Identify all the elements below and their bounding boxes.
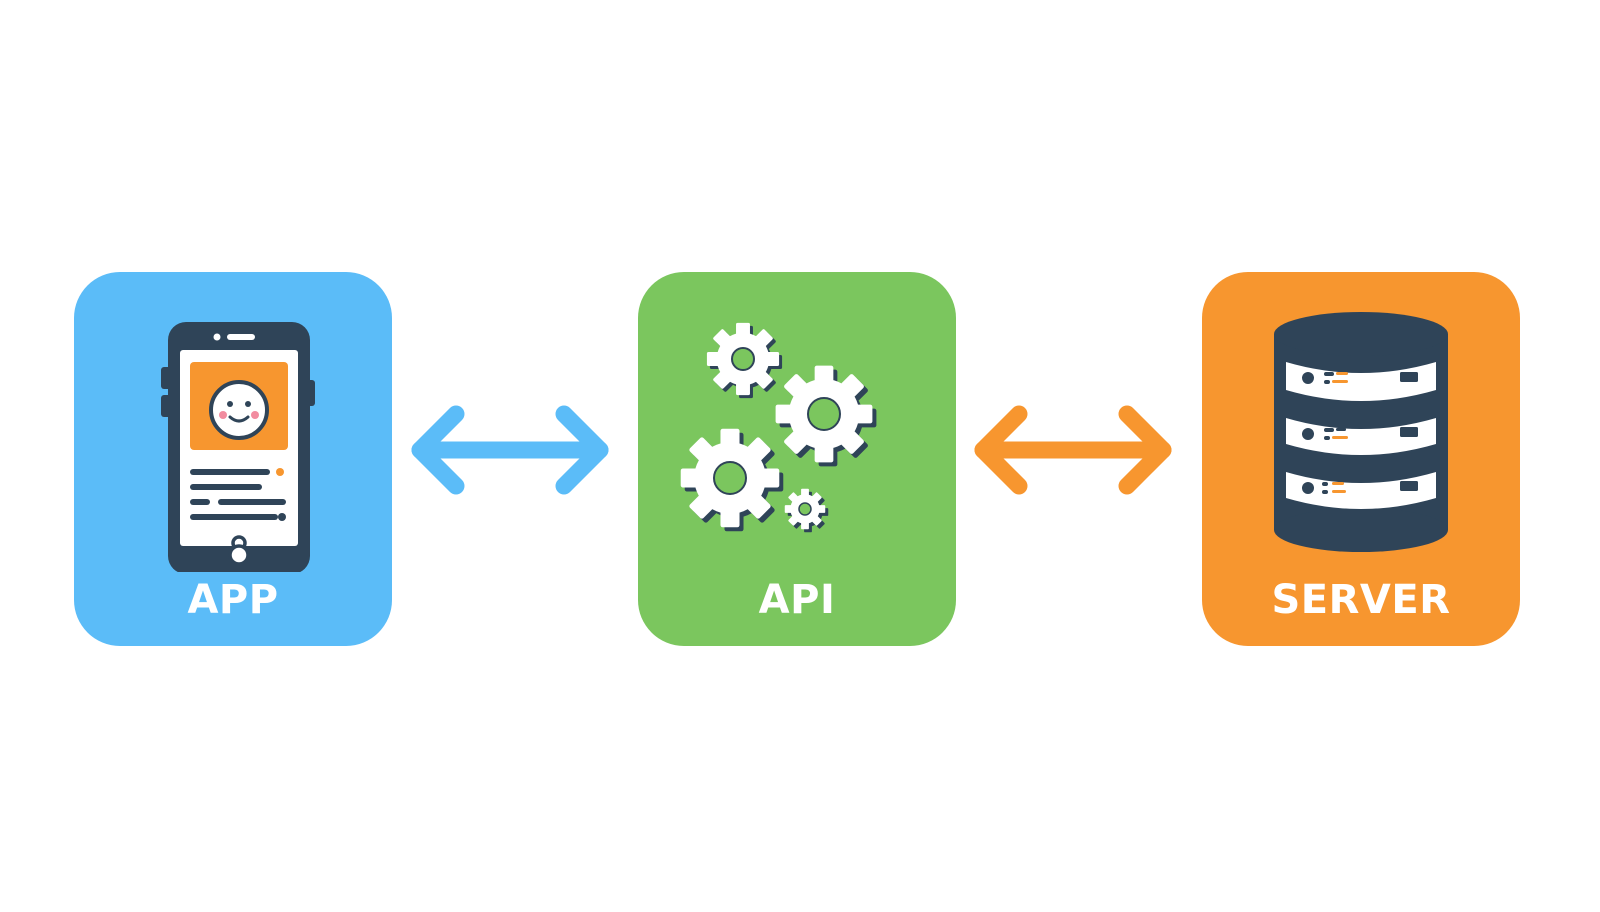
node-label-app: APP [187, 577, 279, 623]
gear-icon [680, 428, 780, 528]
database-server-icon [1274, 312, 1448, 552]
bidirectional-arrow-app-api [411, 405, 609, 495]
smiley-face-icon [209, 380, 269, 440]
server-disk [1286, 362, 1436, 401]
smartphone-icon [161, 322, 315, 572]
gears-icon [680, 322, 877, 533]
gear-icon [784, 488, 826, 530]
gear-icon [706, 322, 780, 396]
node-label-server: SERVER [1271, 577, 1451, 623]
gear-icon [775, 365, 873, 463]
server-disk [1286, 472, 1436, 509]
server-node: SERVER [1202, 272, 1520, 646]
bidirectional-arrow-api-server [974, 405, 1172, 495]
app-node: APP [74, 272, 392, 646]
server-disk [1286, 418, 1436, 455]
node-label-api: API [758, 577, 836, 623]
api-node: API [638, 272, 956, 646]
